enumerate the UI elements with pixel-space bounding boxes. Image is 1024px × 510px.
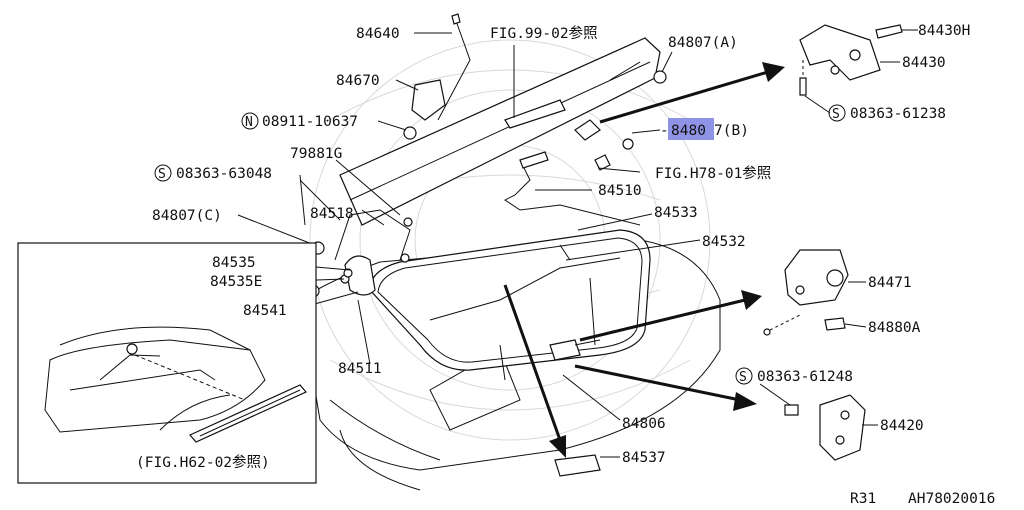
s-symbol-3: S (739, 370, 747, 385)
label-84640: 84640 (356, 26, 400, 42)
part-84420 (784, 394, 866, 461)
label-84807b-highlighted: 8480 (671, 123, 706, 139)
hinge-stay (334, 209, 413, 296)
label-84518: 84518 (310, 206, 354, 222)
part-84430 (799, 24, 903, 96)
label-84807a: 84807(A) (668, 35, 738, 51)
parts-84640-84670 (403, 13, 471, 140)
label-84430h: 84430H (918, 23, 970, 39)
label-84430: 84430 (902, 55, 946, 71)
label-84533: 84533 (654, 205, 698, 221)
part-labels: 84640 FIG.99-02参照 84807(A) 84430H 84430 … (136, 23, 995, 507)
label-08363-63048: 08363-63048 (176, 166, 272, 182)
label-84537: 84537 (622, 450, 666, 466)
label-84807b-dash: - (660, 123, 669, 139)
top-mechanism (504, 70, 667, 171)
label-08363-61248: 08363-61248 (757, 369, 853, 385)
part-84471 (763, 249, 849, 336)
label-fig-h78-01: FIG.H78-01参照 (655, 165, 771, 182)
label-79881g: 79881G (290, 146, 342, 162)
trunk-opening (369, 229, 651, 381)
label-84807b-suffix: 7(B) (714, 123, 749, 139)
trunk-lid (339, 37, 661, 226)
n-symbol: N (245, 115, 253, 130)
label-84532: 84532 (702, 234, 746, 250)
label-84535e: 84535E (210, 274, 262, 290)
inset-detail (17, 242, 317, 484)
label-84806: 84806 (622, 416, 666, 432)
footer-model: R31 (850, 491, 876, 507)
label-08911-10637: 08911-10637 (262, 114, 358, 130)
label-fig-h62-02: (FIG.H62-02参照) (136, 454, 270, 471)
s-symbol-2: S (158, 167, 166, 182)
label-84541: 84541 (243, 303, 287, 319)
highlight-box (668, 118, 714, 140)
label-84880a: 84880A (868, 320, 921, 336)
label-fig-99-02: FIG.99-02参照 (490, 25, 598, 42)
footer-code: AH78020016 (908, 491, 995, 507)
label-84511: 84511 (338, 361, 382, 377)
cable-84510 (504, 159, 641, 226)
label-84420: 84420 (880, 418, 924, 434)
s-symbol-1: S (832, 107, 840, 122)
label-08363-61238: 08363-61238 (850, 106, 946, 122)
pointer-arrows (503, 62, 785, 458)
label-84510: 84510 (598, 183, 642, 199)
label-84807c: 84807(C) (152, 208, 222, 224)
part-84537 (554, 454, 601, 477)
label-84535: 84535 (212, 255, 256, 271)
part-84806 (549, 339, 601, 361)
label-84471: 84471 (868, 275, 912, 291)
symbol-marks (154, 104, 846, 385)
label-84670: 84670 (336, 73, 380, 89)
